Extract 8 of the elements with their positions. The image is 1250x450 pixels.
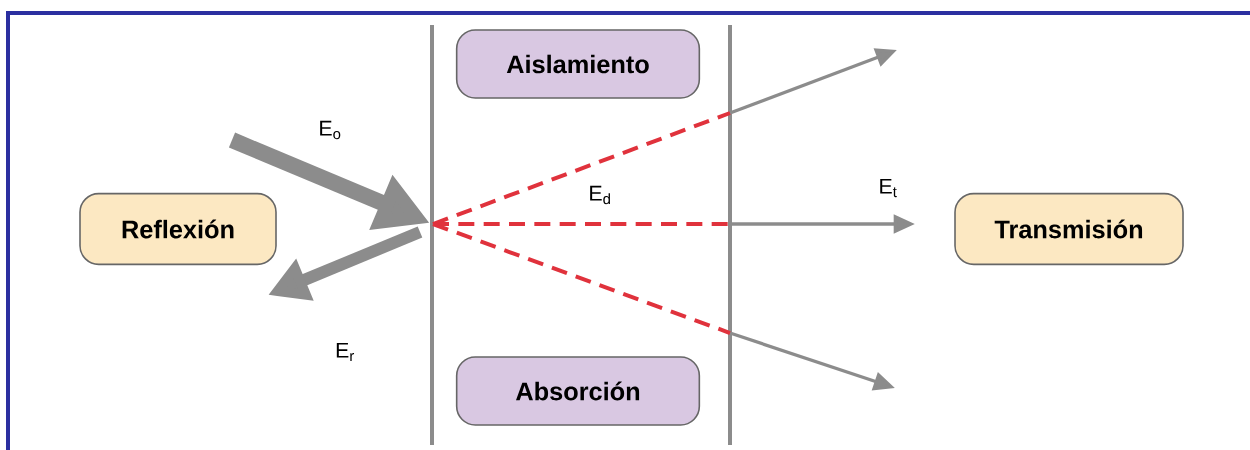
label-box: Transmisión bbox=[954, 192, 1184, 266]
ray-label: E$_{r}$ bbox=[336, 342, 354, 362]
ray-label: E$_{t}$ bbox=[880, 178, 897, 198]
label-box: Aislamiento bbox=[455, 29, 701, 99]
label-box: Reflexión bbox=[79, 192, 277, 266]
ray-label: E$_{o}$ bbox=[320, 120, 341, 140]
label-box: Absorción bbox=[455, 356, 701, 426]
ray-label: E$_{d}$ bbox=[590, 185, 610, 205]
